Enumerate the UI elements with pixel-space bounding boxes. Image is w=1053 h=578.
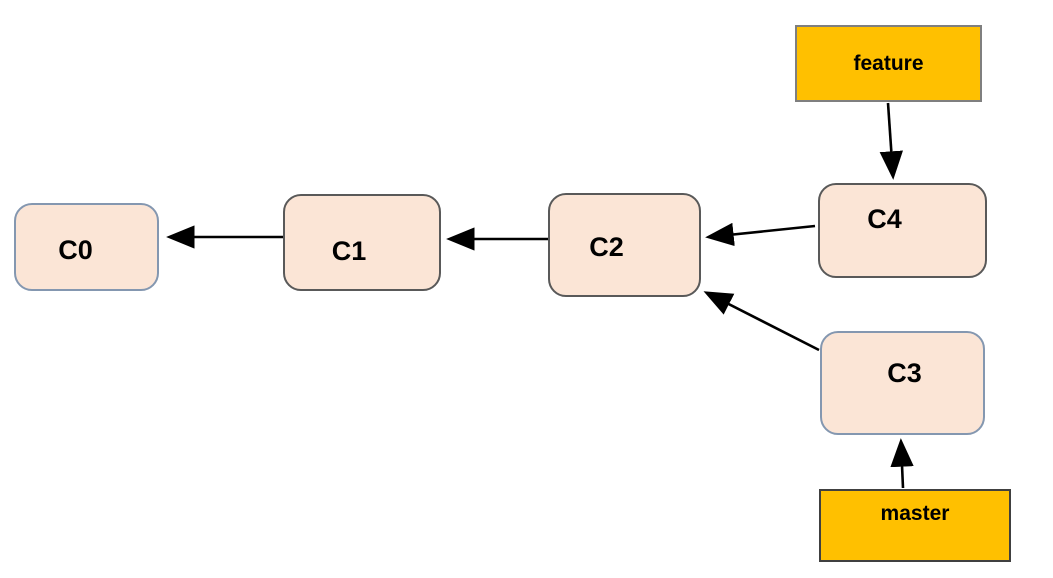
commit-node-c4-label: C4 (867, 204, 902, 234)
branch-label-master-text: master (880, 501, 950, 525)
commit-node-c1-label: C1 (331, 236, 367, 266)
branch-label-feature: feature (795, 25, 982, 102)
commit-node-c2: C2 (548, 193, 701, 297)
edge-c4-to-c2-arrow (705, 222, 816, 247)
commit-node-c0-label: C0 (58, 234, 93, 265)
branch-label-master: master (819, 489, 1011, 562)
edge-master-to-c3-arrow (890, 438, 914, 489)
edge-c3-to-c2-arrow (703, 291, 820, 352)
commit-node-c3-label: C3 (887, 357, 922, 388)
commit-node-c2-label: C2 (589, 231, 624, 262)
commit-node-c0: C0 (14, 203, 159, 291)
commit-node-c4: C4 (818, 183, 987, 278)
branch-label-feature-text: feature (853, 51, 924, 75)
commit-node-c1: C1 (283, 194, 441, 291)
commit-node-c3: C3 (820, 331, 985, 435)
edge-feature-to-c4-arrow (879, 102, 903, 180)
